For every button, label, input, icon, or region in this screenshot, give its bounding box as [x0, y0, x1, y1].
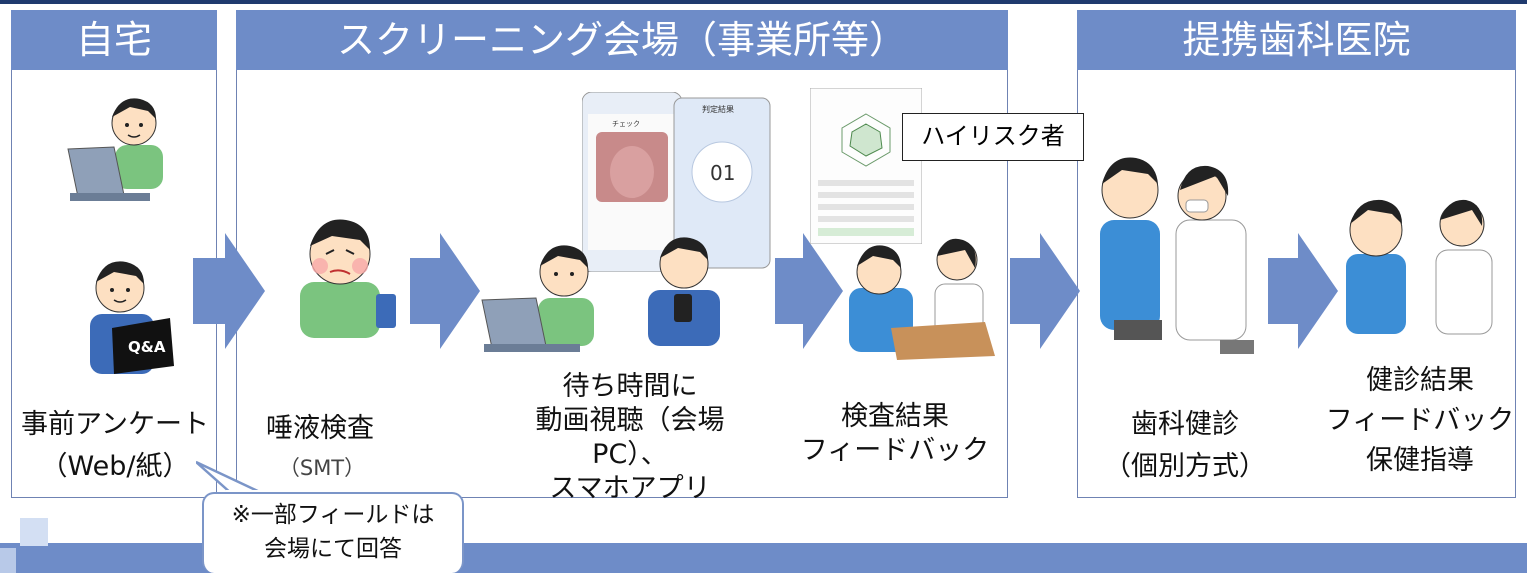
person-smartphone-illustration — [648, 237, 720, 346]
survey-line2: （Web/紙） — [40, 451, 190, 482]
qa-text: Q&A — [128, 338, 166, 356]
result-line1: 検査結果 — [841, 401, 949, 432]
dental-line2: （個別方式） — [1104, 451, 1266, 482]
callout-text: ※一部フィールドは 会場にて回答 — [202, 498, 464, 566]
survey-label: 事前アンケート （Web/紙） — [10, 408, 220, 484]
video-line4: スマホアプリ — [549, 473, 711, 504]
home-panel — [11, 10, 217, 498]
video-line1: 待ち時間に — [562, 371, 698, 402]
callout-line2: 会場にて回答 — [264, 536, 402, 562]
arrow-2 — [410, 233, 480, 349]
health-guidance-illustration — [1346, 199, 1493, 335]
screening-header: スクリーニング会場（事業所等） — [236, 10, 1008, 70]
home-header: 自宅 — [11, 10, 217, 70]
survey-line1: 事前アンケート — [21, 409, 209, 440]
smartphone-app-screens: 01 判定結果 チェック — [582, 92, 771, 272]
video-label: 待ち時間に 動画視聴（会場 PC）、 スマホアプリ — [480, 370, 780, 506]
arrow-1 — [193, 233, 265, 349]
clinic-header: 提携歯科医院 — [1077, 10, 1516, 70]
high-risk-label: ハイリスク者 — [902, 113, 1084, 161]
checkup-line2: フィードバック — [1325, 405, 1515, 436]
checkup-line1: 健診結果 — [1366, 365, 1474, 396]
saliva-label: 唾液検査 — [250, 412, 390, 446]
callout-box — [202, 492, 464, 573]
arrow-4 — [1010, 233, 1080, 349]
deco-square-large — [20, 518, 48, 546]
person-laptop-video-illustration — [481, 245, 594, 352]
checkup-feedback-label: 健診結果 フィードバック 保健指導 — [1320, 364, 1520, 478]
saliva-line1: 唾液検査 — [266, 413, 374, 444]
saliva-sub: （SMT） — [278, 456, 366, 480]
arrow-5 — [1268, 233, 1338, 349]
result-line2: フィードバック — [800, 435, 990, 466]
result-sheet-illustration — [810, 88, 922, 244]
person-saliva-illustration — [300, 219, 396, 338]
person-qa-illustration: Q&A — [90, 261, 174, 374]
phone-left-title: チェック — [612, 120, 640, 128]
consultation-illustration — [849, 238, 995, 360]
dental-line1: 歯科健診 — [1131, 409, 1239, 440]
video-line3: PC）、 — [592, 439, 668, 470]
person-laptop-illustration — [67, 98, 163, 201]
video-line2: 動画視聴（会場 — [535, 405, 725, 436]
phone-right-title: 判定結果 — [702, 104, 734, 114]
arrow-3 — [775, 233, 843, 349]
dental-label: 歯科健診 （個別方式） — [1085, 408, 1285, 484]
dental-checkup-illustration — [1100, 157, 1254, 354]
result-feedback-label: 検査結果 フィードバック — [800, 400, 990, 468]
checkup-line3: 保健指導 — [1366, 445, 1474, 476]
top-rule — [0, 0, 1527, 4]
score-text: 01 — [710, 161, 735, 185]
callout-line1: ※一部フィールドは — [231, 502, 435, 528]
deco-square-small — [0, 548, 16, 573]
